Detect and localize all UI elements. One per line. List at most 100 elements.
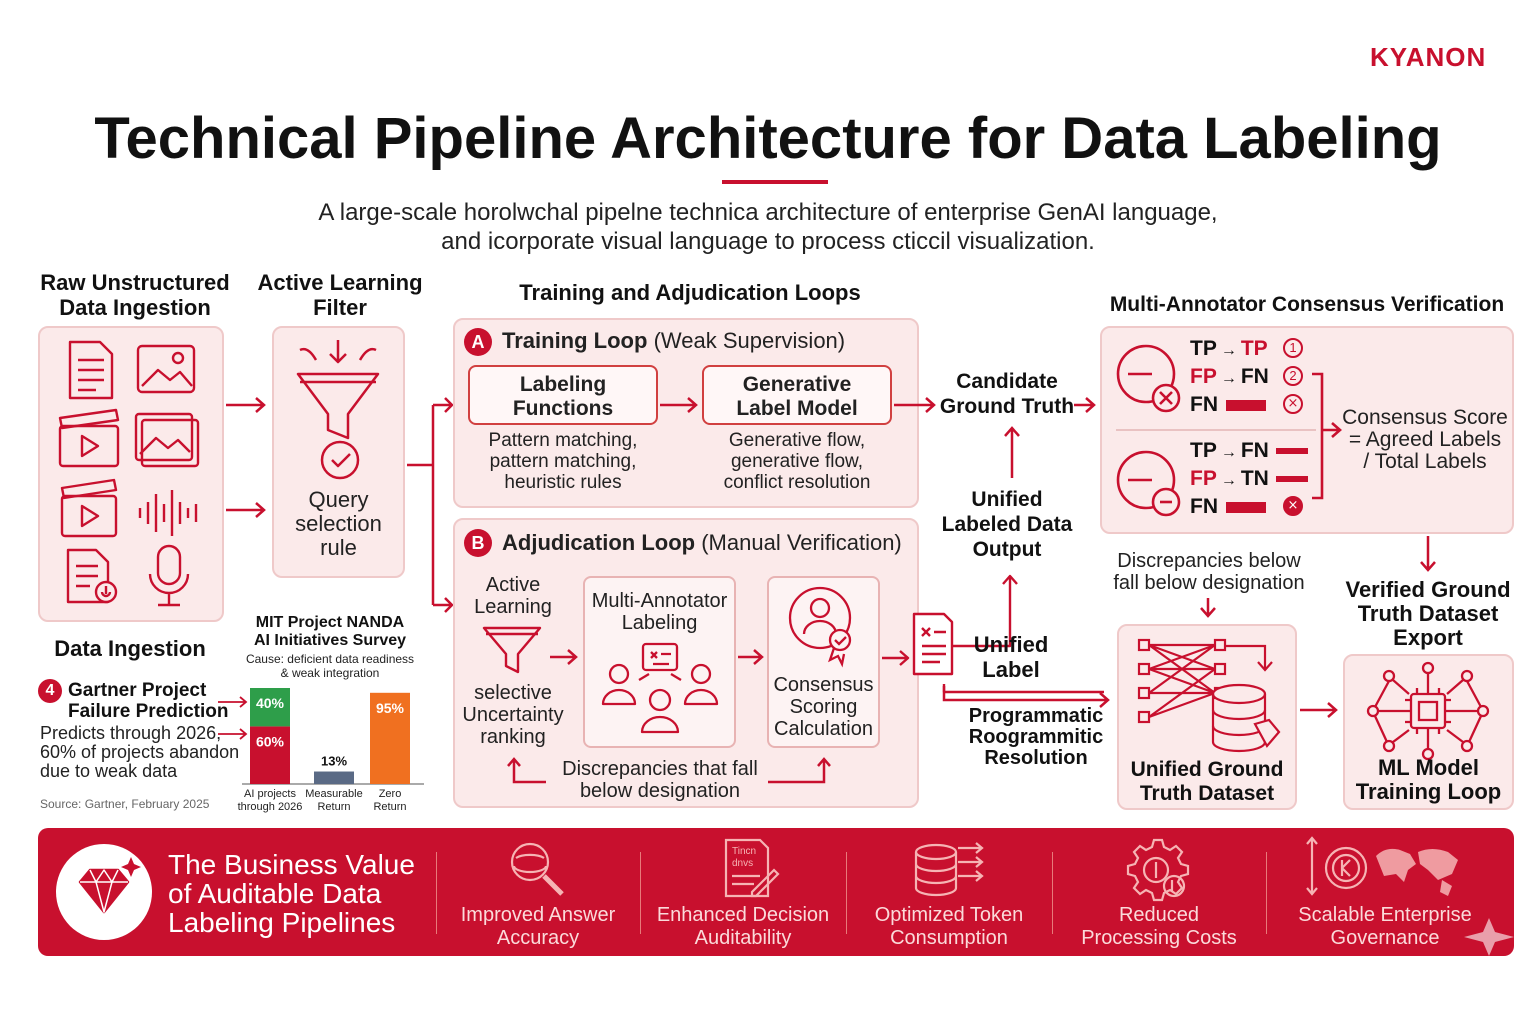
consensus-row-result: FN xyxy=(1240,365,1269,388)
filter-title-line-2: Filter xyxy=(313,295,367,320)
consensus-scoring-line-1: Consensus xyxy=(773,674,874,696)
gartner-arrows xyxy=(218,696,248,740)
mit-title-line-2: AI Initiatives Survey xyxy=(253,632,407,649)
x-circle-icon: × xyxy=(1283,394,1303,414)
unified-dataset-line-1: Unified Ground xyxy=(1130,758,1284,781)
benefit-token-line-2: Consumption xyxy=(890,927,1008,949)
unified-dataset-line-2: Truth Dataset xyxy=(1139,782,1275,805)
arrow-icon: → xyxy=(1220,444,1237,461)
award-person-icon xyxy=(788,586,852,668)
gear-cost-icon xyxy=(1126,838,1190,902)
unified-label-line-2: Label xyxy=(982,657,1040,682)
programmatic-resolution: Programmatic Roogrammitic Resolution xyxy=(954,706,1118,769)
unified-labeled-output: Unified Labeled Data Output xyxy=(930,487,1084,562)
funnel-icon xyxy=(296,340,380,480)
benefit-costs-line-1: Reduced xyxy=(1118,904,1200,926)
training-arrow xyxy=(660,397,698,413)
ml-training-panel xyxy=(1343,654,1514,810)
bar-data-label: 60% xyxy=(256,733,285,749)
red-bar-icon xyxy=(1276,448,1308,454)
labeling-functions-desc: Pattern matching, pattern matching, heur… xyxy=(460,430,666,493)
consensus-row-label: FN xyxy=(1190,495,1218,518)
ingestion-title-line-2: Data Ingestion xyxy=(59,295,211,320)
training-badge: A xyxy=(464,328,492,356)
bar-segment xyxy=(314,771,354,784)
consensus-row: FN xyxy=(1190,392,1320,418)
adjudication-arrow-1 xyxy=(550,649,578,665)
labeling-functions-box: Labeling Functions xyxy=(468,365,658,425)
banner-title: The Business Value of Auditable Data Lab… xyxy=(168,850,415,937)
arrow-icon: → xyxy=(1220,370,1237,387)
red-bar-icon xyxy=(1226,501,1266,513)
adjudication-loop-name: Adjudication Loop xyxy=(502,530,696,555)
category-label: through 2026 xyxy=(238,801,303,813)
gallery-icon xyxy=(134,412,200,468)
consensus-row-result: TP xyxy=(1240,337,1268,360)
adjudication-loop-qualifier: (Manual Verification) xyxy=(701,530,902,555)
discrepancies-label: Discrepancies that fall below designatio… xyxy=(550,758,770,802)
business-value-banner: The Business Value of Auditable Data Lab… xyxy=(38,828,1514,956)
discrepancies-line-2: below designation xyxy=(579,780,741,802)
document-audit-icon: Tincn dnvs xyxy=(724,838,780,898)
consensus-down-arrows xyxy=(1200,536,1436,618)
multi-annotator-label: Multi-Annotator Labeling xyxy=(583,590,736,634)
verified-export-line-3: Export xyxy=(1393,625,1463,650)
bar-segment xyxy=(250,688,290,727)
video-clip-icon xyxy=(60,478,118,538)
gartner-title: Gartner Project Failure Prediction xyxy=(68,680,228,722)
filter-panel xyxy=(272,326,405,578)
banner-divider xyxy=(436,852,437,934)
consensus-discrepancy-line-2: fall below designation xyxy=(1113,572,1305,594)
mit-cause-line-1: Cause: deficient data readiness xyxy=(245,652,415,666)
filter-label-line-3: rule xyxy=(320,535,357,560)
candidate-ground-truth: Candidate Ground Truth xyxy=(930,369,1084,419)
gartner-title-line-2: Failure Prediction xyxy=(68,701,229,722)
unified-dataset-label: Unified Ground Truth Dataset xyxy=(1117,758,1297,806)
consensus-discrepancy-line-1: Discrepancies below xyxy=(1117,550,1301,572)
check-circle-icon xyxy=(320,440,360,480)
consensus-row: TP→TP xyxy=(1190,336,1320,362)
filter-title-line-1: Active Learning xyxy=(257,270,423,295)
page-title: Technical Pipeline Architecture for Data… xyxy=(94,106,1442,171)
unified-dataset-panel xyxy=(1117,624,1297,810)
mit-cause-line-2: & weak integration xyxy=(280,666,380,680)
category-label: Measurable xyxy=(305,788,362,800)
unified-label: Unified Label xyxy=(968,632,1054,682)
benefit-governance-line-1: Scalable Enterprise xyxy=(1298,904,1472,926)
banner-divider xyxy=(640,852,641,934)
active-learning-label: Active Learning xyxy=(458,574,568,618)
governance-globe-icon xyxy=(1306,836,1458,896)
uncertainty-line-3: ranking xyxy=(480,726,546,748)
consensus-row-result: TN xyxy=(1240,467,1269,490)
database-token-icon xyxy=(914,842,984,897)
consensus-scoring-box xyxy=(767,576,880,748)
ingestion-arrows xyxy=(226,397,266,518)
number-circle-icon: 1 xyxy=(1283,338,1303,358)
banner-divider xyxy=(1052,852,1053,934)
consensus-icons xyxy=(1116,344,1342,517)
consensus-row: TP→FN xyxy=(1190,438,1320,464)
consensus-scoring-line-2: Scoring xyxy=(789,696,858,718)
minus-circle-icon xyxy=(1116,450,1181,517)
discrepancies-line-1: Discrepancies that fall xyxy=(562,758,758,780)
training-loop-qualifier: (Weak Supervision) xyxy=(653,328,846,353)
x-circle-icon: × xyxy=(1283,496,1303,516)
labeling-functions-desc-2: pattern matching, xyxy=(489,451,637,472)
consensus-row-label: FP xyxy=(1190,467,1217,490)
doc-icon-text-2: dnvs xyxy=(732,858,753,869)
benefit-governance-line-2: Governance xyxy=(1330,927,1440,949)
category-label: Return xyxy=(317,801,350,813)
mit-cause: Cause: deficient data readiness & weak i… xyxy=(232,652,428,680)
unified-output-line-1: Unified xyxy=(971,488,1043,511)
banner-title-line-2: of Auditable Data xyxy=(168,878,382,909)
gartner-desc-line-3: due to weak data xyxy=(40,761,178,781)
banner-divider xyxy=(1266,852,1267,934)
labeling-functions-line-2: Functions xyxy=(512,397,614,420)
arrow-icon: → xyxy=(1220,472,1237,489)
audio-wave-icon xyxy=(138,490,198,536)
bar-segment xyxy=(250,726,290,784)
audio-file-icon xyxy=(66,548,118,604)
consensus-scoring-line-3: Calculation xyxy=(774,718,873,740)
gem-badge xyxy=(56,844,152,940)
